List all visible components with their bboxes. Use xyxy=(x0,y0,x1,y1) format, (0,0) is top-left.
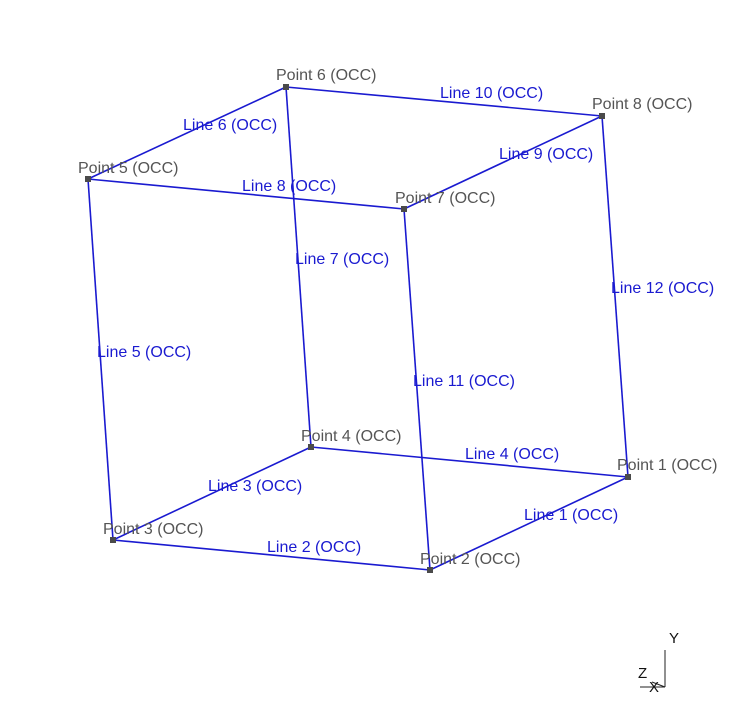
point-label-6: Point 6 (OCC) xyxy=(276,67,376,84)
vertex-point-2[interactable] xyxy=(427,567,433,573)
point-label-4: Point 4 (OCC) xyxy=(301,428,401,445)
y-axis-label: Y xyxy=(669,630,679,647)
point-label-7: Point 7 (OCC) xyxy=(395,190,495,207)
vertex-point-1[interactable] xyxy=(625,474,631,480)
z-axis-line xyxy=(651,681,666,688)
line-label-10: Line 10 (OCC) xyxy=(440,85,543,102)
point-label-2: Point 2 (OCC) xyxy=(420,551,520,568)
edge-line-3[interactable] xyxy=(112,446,312,541)
vertex-point-8[interactable] xyxy=(599,113,605,119)
line-label-9: Line 9 (OCC) xyxy=(499,146,593,163)
edge-line-10[interactable] xyxy=(285,86,603,117)
edge-line-5[interactable] xyxy=(87,178,114,541)
line-label-4: Line 4 (OCC) xyxy=(465,446,559,463)
vertex-point-3[interactable] xyxy=(110,537,116,543)
edge-line-6[interactable] xyxy=(87,86,287,180)
point-label-8: Point 8 (OCC) xyxy=(592,96,692,113)
edge-line-8[interactable] xyxy=(87,178,405,210)
edge-line-1[interactable] xyxy=(429,476,629,571)
edge-line-2[interactable] xyxy=(112,539,431,571)
edge-line-9[interactable] xyxy=(403,115,603,210)
line-labels: Line 1 (OCC) Line 2 (OCC) Line 3 (OCC) L… xyxy=(97,85,714,556)
vertex-point-6[interactable] xyxy=(283,84,289,90)
line-label-8: Line 8 (OCC) xyxy=(242,178,336,195)
vertices xyxy=(85,84,631,573)
line-label-7: Line 7 (OCC) xyxy=(295,251,389,268)
vertex-point-5[interactable] xyxy=(85,176,91,182)
vertex-point-4[interactable] xyxy=(308,444,314,450)
edge-line-11[interactable] xyxy=(403,208,431,571)
point-label-1: Point 1 (OCC) xyxy=(617,457,717,474)
line-label-6: Line 6 (OCC) xyxy=(183,117,277,134)
line-label-1: Line 1 (OCC) xyxy=(524,507,618,524)
point-label-5: Point 5 (OCC) xyxy=(78,160,178,177)
x-axis-label: X xyxy=(649,679,659,696)
edge-line-7[interactable] xyxy=(285,86,312,448)
point-labels: Point 1 (OCC) Point 2 (OCC) Point 3 (OCC… xyxy=(78,67,717,568)
vertex-point-7[interactable] xyxy=(401,206,407,212)
point-label-3: Point 3 (OCC) xyxy=(103,521,203,538)
axis-triad: Y Z X xyxy=(638,630,679,696)
line-label-12: Line 12 (OCC) xyxy=(611,280,714,297)
line-label-11: Line 11 (OCC) xyxy=(413,373,515,390)
edge-line-4[interactable] xyxy=(310,446,629,478)
edges xyxy=(87,86,629,571)
edge-line-12[interactable] xyxy=(601,115,629,478)
line-label-2: Line 2 (OCC) xyxy=(267,539,361,556)
z-axis-label: Z xyxy=(638,665,647,682)
line-label-3: Line 3 (OCC) xyxy=(208,478,302,495)
line-label-5: Line 5 (OCC) xyxy=(97,344,191,361)
